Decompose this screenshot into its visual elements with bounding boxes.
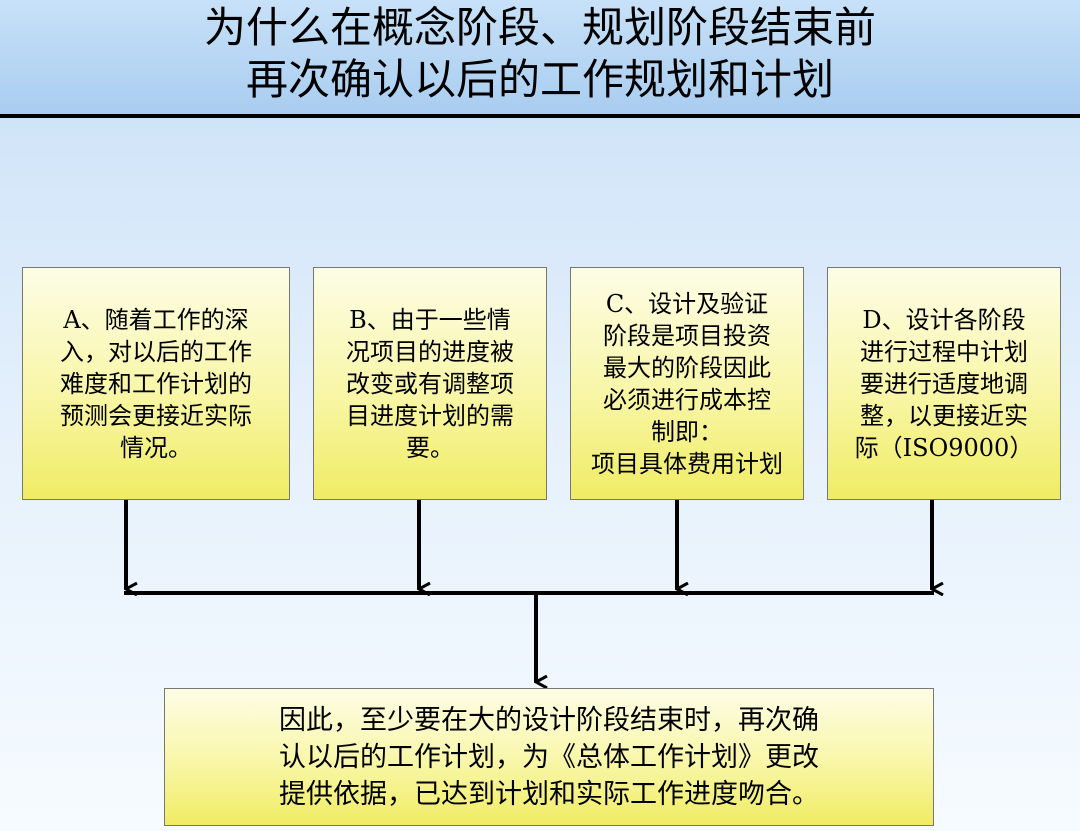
reason-c-line: 必须进行成本控 (603, 385, 771, 414)
reason-c-line: 最大的阶段因此 (603, 353, 771, 382)
reason-b-line: 要。 (406, 433, 454, 462)
reason-b-line: 改变或有调整项 (346, 369, 514, 398)
reason-box-a: A、随着工作的深 入，对以后的工作 难度和工作计划的 预测会更接近实际 情况。 (22, 267, 290, 500)
reason-a-line: 情况。 (120, 433, 192, 462)
reason-b-line: B、由于一些情 (349, 305, 511, 334)
reason-c-line: 项目具体费用计划 (591, 449, 783, 478)
conclusion-text: 因此，至少要在大的设计阶段结束时，再次确 认以后的工作计划，为《总体工作计划》更… (279, 702, 819, 813)
reason-a-text: A、随着工作的深 入，对以后的工作 难度和工作计划的 预测会更接近实际 情况。 (60, 304, 252, 464)
reason-b-line: 目进度计划的需 (346, 401, 514, 430)
reason-d-line: 际（ISO9000） (854, 433, 1034, 462)
conclusion-line: 提供依据，已达到计划和实际工作进度吻合。 (279, 778, 819, 810)
reason-d-line: 整，以更接近实 (860, 401, 1028, 430)
title-line-2: 再次确认以后的工作规划和计划 (245, 55, 834, 104)
title-line-1: 为什么在概念阶段、规划阶段结束前 (203, 3, 876, 52)
reason-d-line: D、设计各阶段 (862, 305, 1026, 334)
conclusion-box: 因此，至少要在大的设计阶段结束时，再次确 认以后的工作计划，为《总体工作计划》更… (164, 688, 934, 826)
reason-c-line: C、设计及验证 (605, 289, 769, 318)
reason-a-line: 预测会更接近实际 (60, 401, 252, 430)
reason-c-line: 制即： (651, 417, 723, 446)
conclusion-line: 认以后的工作计划，为《总体工作计划》更改 (279, 741, 819, 773)
reason-b-text: B、由于一些情 况项目的进度被 改变或有调整项 目进度计划的需 要。 (346, 304, 514, 464)
reason-a-line: 入，对以后的工作 (60, 337, 252, 366)
reason-c-text: C、设计及验证 阶段是项目投资 最大的阶段因此 必须进行成本控 制即： 项目具体… (591, 288, 783, 480)
title-banner: 为什么在概念阶段、规划阶段结束前 再次确认以后的工作规划和计划 (0, 0, 1080, 114)
reason-box-d: D、设计各阶段 进行过程中计划 要进行适度地调 整，以更接近实 际（ISO900… (827, 267, 1061, 500)
reason-d-line: 要进行适度地调 (860, 369, 1028, 398)
title-divider (0, 114, 1080, 118)
reason-d-text: D、设计各阶段 进行过程中计划 要进行适度地调 整，以更接近实 际（ISO900… (855, 304, 1034, 464)
reason-box-c: C、设计及验证 阶段是项目投资 最大的阶段因此 必须进行成本控 制即： 项目具体… (570, 267, 804, 500)
reason-a-line: 难度和工作计划的 (60, 369, 252, 398)
reason-box-b: B、由于一些情 况项目的进度被 改变或有调整项 目进度计划的需 要。 (313, 267, 547, 500)
reason-d-line: 进行过程中计划 (860, 337, 1028, 366)
reason-b-line: 况项目的进度被 (346, 337, 514, 366)
reason-c-line: 阶段是项目投资 (603, 321, 771, 350)
reason-a-line: A、随着工作的深 (63, 305, 249, 334)
conclusion-line: 因此，至少要在大的设计阶段结束时，再次确 (279, 704, 819, 736)
